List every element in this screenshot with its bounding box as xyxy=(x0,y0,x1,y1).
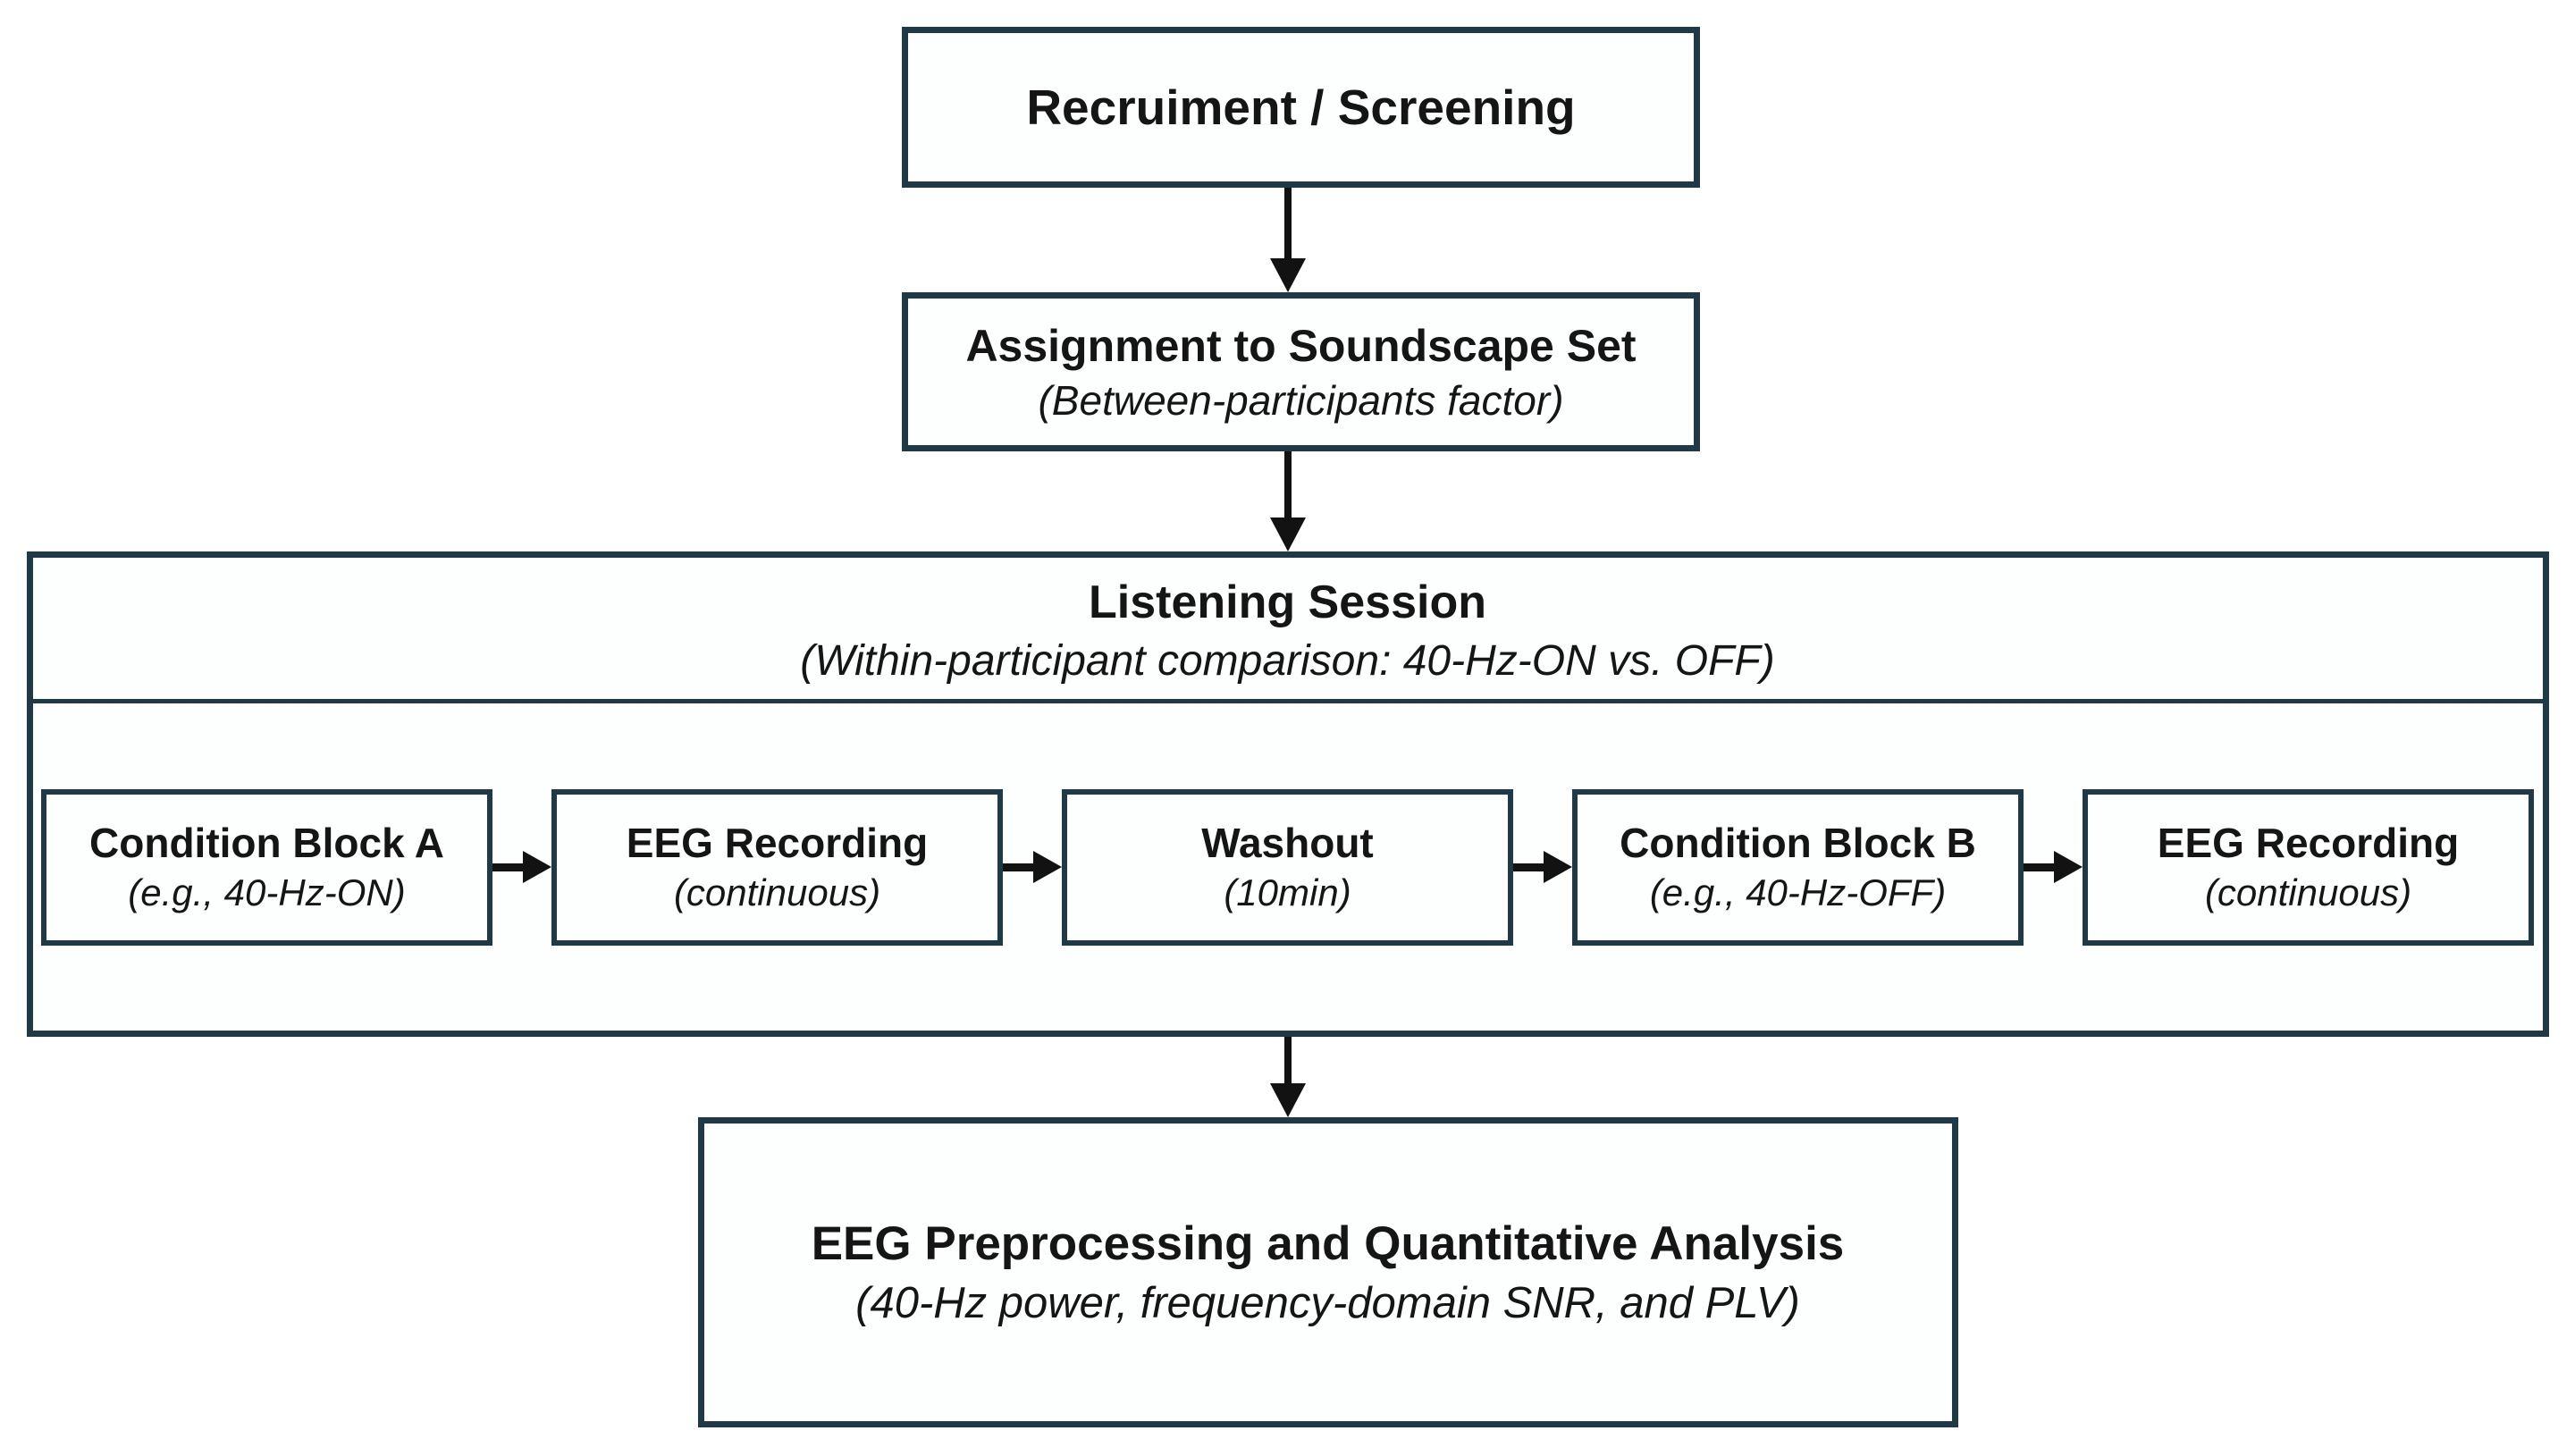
step-box-condition-a: Condition Block A (e.g., 40-Hz-ON) xyxy=(41,788,492,946)
analysis-box: EEG Preprocessing and Quantitative Analy… xyxy=(697,1117,1958,1427)
arrow-head xyxy=(1269,518,1306,551)
listening-session-subtitle: (Within-participant comparison: 40-Hz-ON… xyxy=(800,636,1775,685)
listening-session-box: Listening Session (Within-participant co… xyxy=(26,551,2549,1037)
listening-session-steps: Condition Block A (e.g., 40-Hz-ON) EEG R… xyxy=(33,703,2543,1031)
arrow-head xyxy=(523,851,551,883)
assignment-title: Assignment to Soundscape Set xyxy=(965,320,1637,371)
arrow-head xyxy=(1269,1083,1306,1117)
step-title: Condition Block A xyxy=(89,820,444,866)
arrow-head xyxy=(2054,851,2083,883)
arrow-head xyxy=(1544,851,1572,883)
arrow-shaft xyxy=(1283,188,1292,258)
assignment-box: Assignment to Soundscape Set (Between-pa… xyxy=(902,292,1700,451)
recruitment-box: Recruiment / Screening xyxy=(902,27,1700,188)
arrow-down-icon xyxy=(1269,188,1306,292)
step-subtitle: (10min) xyxy=(1224,871,1351,913)
arrow-shaft xyxy=(1283,451,1292,518)
listening-session-title: Listening Session xyxy=(1089,576,1486,628)
step-box-eeg-recording-1: EEG Recording (continuous) xyxy=(551,788,1003,946)
arrow-shaft xyxy=(492,863,523,871)
arrow-right-icon xyxy=(2024,789,2083,946)
arrow-shaft xyxy=(2024,863,2054,871)
step-subtitle: (continuous) xyxy=(2204,871,2412,913)
arrow-shaft xyxy=(1283,1037,1292,1083)
step-subtitle: (e.g., 40-Hz-ON) xyxy=(128,871,406,913)
arrow-down-icon xyxy=(1269,1037,1306,1117)
arrow-down-icon xyxy=(1269,451,1306,551)
arrow-right-icon xyxy=(492,789,551,946)
analysis-subtitle: (40-Hz power, frequency-domain SNR, and … xyxy=(855,1279,1800,1328)
arrow-shaft xyxy=(1513,863,1544,871)
step-title: EEG Recording xyxy=(626,820,929,866)
step-title: Washout xyxy=(1201,820,1374,866)
step-box-condition-b: Condition Block B (e.g., 40-Hz-OFF) xyxy=(1572,788,2024,946)
listening-session-header: Listening Session (Within-participant co… xyxy=(32,558,2543,703)
assignment-subtitle: (Between-participants factor) xyxy=(1038,376,1564,424)
arrow-right-icon xyxy=(1513,789,1572,946)
analysis-title: EEG Preprocessing and Quantitative Analy… xyxy=(811,1216,1845,1270)
step-title: Condition Block B xyxy=(1620,820,1976,866)
step-box-washout: Washout (10min) xyxy=(1062,788,1513,946)
step-title: EEG Recording xyxy=(2157,820,2460,866)
recruitment-title: Recruiment / Screening xyxy=(1026,80,1576,135)
step-subtitle: (continuous) xyxy=(673,871,881,913)
arrow-shaft xyxy=(1003,863,1033,871)
step-box-eeg-recording-2: EEG Recording (continuous) xyxy=(2083,788,2534,946)
arrow-right-icon xyxy=(1003,789,1062,946)
arrow-head xyxy=(1033,851,1062,883)
arrow-head xyxy=(1269,258,1306,292)
step-subtitle: (e.g., 40-Hz-OFF) xyxy=(1649,871,1947,913)
